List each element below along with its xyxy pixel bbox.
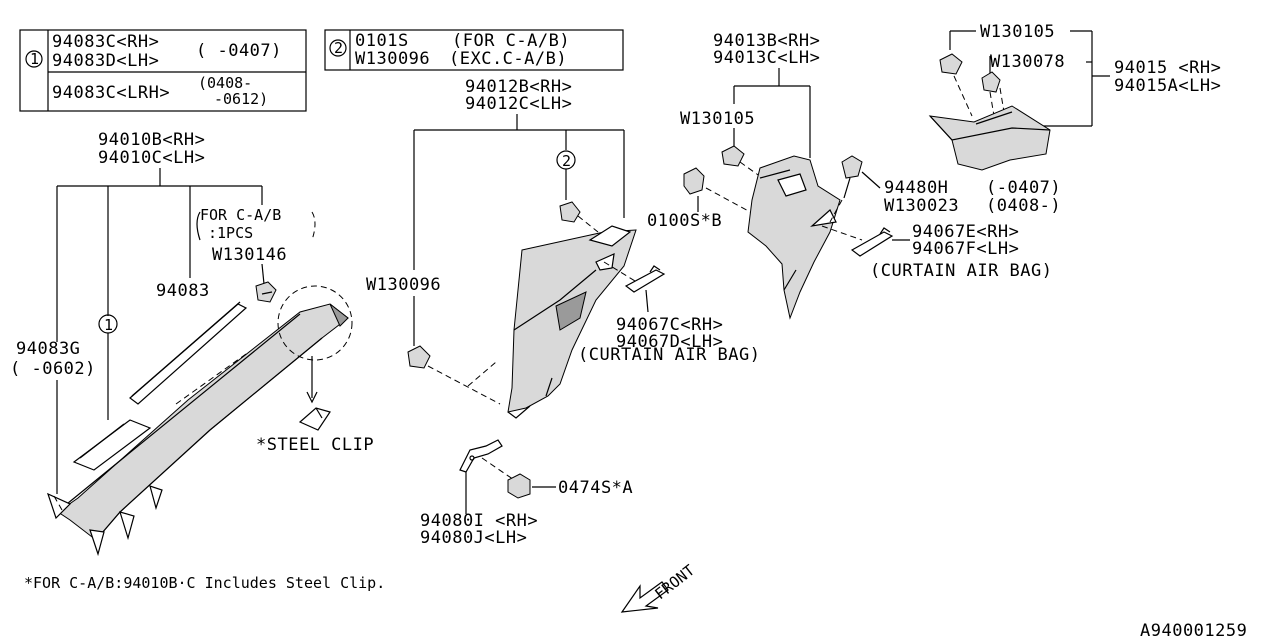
clip-w130078-icon: [981, 71, 1001, 93]
steel-clip-icon: [298, 407, 331, 431]
label-w130023-range: (0408-): [986, 196, 1061, 216]
trim-panel-94015-icon: [928, 105, 1051, 171]
clip-w130105-b-icon: [939, 53, 963, 75]
legend-1-row1-range: ( -0407): [196, 41, 282, 61]
label-front: FRONT: [651, 561, 698, 603]
legend-marker-1-label: 1: [30, 50, 39, 68]
label-94067f: 94067F<LH>: [912, 239, 1019, 259]
label-94083g: 94083G: [16, 339, 80, 359]
trim-strip-94083-icon: [129, 301, 248, 405]
label-94067e: 94067E<RH>: [912, 222, 1019, 242]
label-w130096: W130096: [366, 275, 441, 295]
airbag-clip-94067c-icon: [624, 265, 666, 293]
label-curtain-airbag-1: (CURTAIN AIR BAG): [578, 345, 761, 365]
legend-marker-2: [329, 39, 347, 57]
group-94012: 94012B<RH> 94012C<LH> 2 W130096: [366, 77, 761, 548]
detail-circle: [277, 285, 353, 361]
legend-1-row1-part-lh: 94083D<LH>: [52, 51, 159, 71]
clip-w130105-a-icon: [721, 145, 745, 167]
legend-marker-2-label: 2: [334, 39, 343, 57]
label-w130146: W130146: [212, 245, 287, 265]
label-94480h: 94480H: [884, 178, 948, 198]
group-94010: 94010B<RH> 94010C<LH> FOR C-A/B :1PCS W1…: [10, 130, 374, 557]
legend-box-1: 1 94083C<RH> 94083D<LH> ( -0407) 94083C<…: [19, 29, 307, 112]
trim-panel-94010-icon: [46, 303, 349, 557]
label-94067d: 94067D<LH>: [616, 332, 723, 352]
label-94080i: 94080I <RH>: [420, 511, 538, 531]
legend-1-row2-part: 94083C<LRH>: [52, 83, 170, 103]
legend-2-row2-note: (EXC.C-A/B): [449, 49, 567, 69]
marker-1-label: 1: [104, 316, 113, 334]
legend-2-row2-part: W130096: [355, 49, 430, 69]
label-note-1pcs: :1PCS: [208, 224, 253, 242]
footnote: *FOR C-A/B:94010B·C Includes Steel Clip.: [24, 574, 385, 592]
label-94067c: 94067C<RH>: [616, 315, 723, 335]
legend-marker-1: [25, 50, 43, 68]
label-94012-rh: 94012B<RH>: [465, 77, 572, 97]
legend-2-row1-note: (FOR C-A/B): [452, 31, 570, 51]
label-94080j: 94080J<LH>: [420, 528, 527, 548]
label-94083: 94083: [156, 281, 210, 301]
legend-1-row2-range-b: -0612): [214, 90, 268, 108]
marker-2-label: 2: [562, 152, 571, 170]
bracket-94080-icon: [459, 439, 503, 473]
bolt-0100s-icon: [683, 167, 705, 212]
label-w130105-a: W130105: [680, 109, 755, 129]
label-steel-clip: *STEEL CLIP: [256, 435, 374, 455]
legend-1-row2-range-a: (0408-: [198, 74, 252, 92]
trim-strip-94083c-icon: [72, 419, 152, 471]
label-94012-lh: 94012C<LH>: [465, 94, 572, 114]
diagram-id: A940001259: [1140, 621, 1247, 640]
label-94010-rh: 94010B<RH>: [98, 130, 205, 150]
label-w130023: W130023: [884, 196, 959, 216]
label-94015-rh: 94015 <RH>: [1114, 58, 1221, 78]
airbag-clip-94067e-icon: [850, 227, 894, 257]
legend-1-row1-part-rh: 94083C<RH>: [52, 32, 159, 52]
label-94015-lh: 94015A<LH>: [1114, 76, 1221, 96]
label-94480h-range: (-0407): [986, 178, 1061, 198]
label-0100s: 0100S*B: [647, 211, 722, 231]
trim-panel-94012-icon: [507, 225, 637, 419]
screw-94480h-icon: [841, 155, 863, 199]
group-94015: W130105 W130078 94015 <RH> 94015A<LH>: [928, 22, 1221, 171]
legend-2-row1-part: 0101S: [355, 31, 409, 51]
bolt-0474s-icon: [507, 473, 556, 499]
label-94013-rh: 94013B<RH>: [713, 31, 820, 51]
group-94013: 94013B<RH> 94013C<LH> W130105 0100S*B: [647, 31, 1061, 320]
label-94013-lh: 94013C<LH>: [713, 48, 820, 68]
front-arrow-icon: FRONT: [620, 561, 698, 613]
label-94083g-range: ( -0602): [10, 359, 96, 379]
clip-w130096-icon: [407, 345, 431, 369]
label-94010-lh: 94010C<LH>: [98, 148, 205, 168]
label-0474s: 0474S*A: [558, 478, 633, 498]
label-w130078: W130078: [990, 52, 1065, 72]
label-w130105-b: W130105: [980, 22, 1055, 42]
label-curtain-airbag-2: (CURTAIN AIR BAG): [870, 261, 1053, 281]
label-note-ca-b: FOR C-A/B: [200, 206, 281, 224]
clip-0101s-icon: [559, 201, 581, 223]
clip-w130146-icon: [255, 281, 277, 303]
trim-panel-94013-icon: [747, 155, 841, 320]
legend-box-2: 2 0101S (FOR C-A/B) W130096 (EXC.C-A/B): [324, 29, 624, 71]
